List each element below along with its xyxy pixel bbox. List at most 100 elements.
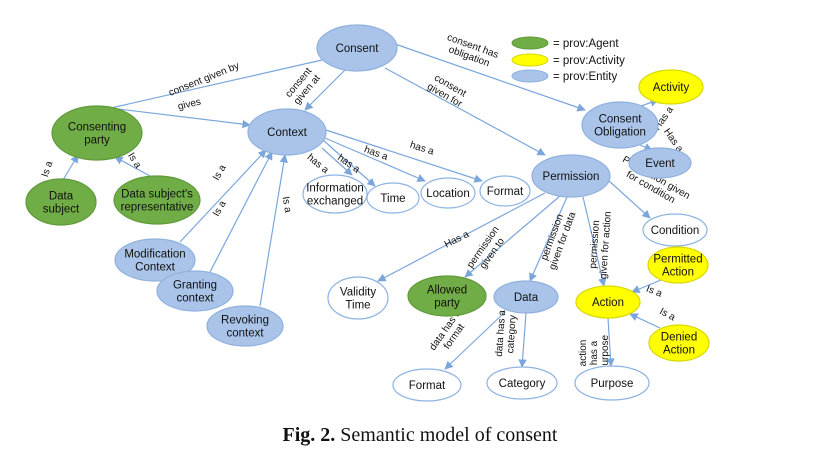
node-label: Format <box>487 186 524 198</box>
node-shape <box>51 105 143 161</box>
edge-label: permissiongiven to <box>465 224 511 276</box>
edge-line <box>321 147 353 176</box>
node-format-data: Format <box>392 368 462 402</box>
edge-action-to-purpose: actionhas apurpose <box>578 317 615 371</box>
edge-label: consent given by <box>167 61 241 99</box>
node-shape <box>420 177 476 209</box>
edge-label: has a <box>408 140 435 158</box>
edge-revoking_context-to-context: Is a <box>259 154 293 307</box>
node-permission: Permission <box>531 154 611 198</box>
edge-label: Is a <box>125 151 143 171</box>
edge-data-to-category: data has acategory <box>494 309 527 368</box>
edge-line <box>322 139 376 187</box>
figure-title: Semantic model of consent <box>340 424 558 446</box>
node-event: Event <box>628 147 692 179</box>
edge-label: actionhas apurpose <box>578 334 611 371</box>
edge-line <box>114 156 151 177</box>
edge-permission-to-action: permissiongiven for action <box>582 196 614 287</box>
edge-line <box>384 67 546 156</box>
edge-label: permissiongiven for action <box>587 210 614 279</box>
node-label: Data <box>514 292 539 304</box>
node-location: Location <box>420 177 476 209</box>
node-shape <box>648 324 710 362</box>
edge-line <box>606 317 615 367</box>
edge-line <box>179 149 267 243</box>
node-shape <box>327 276 389 320</box>
node-condition: Condition <box>642 213 708 247</box>
legend-swatch <box>511 53 549 67</box>
node-shape <box>581 101 659 149</box>
edge-label: consentgiven at <box>283 66 323 107</box>
node-shape <box>392 368 462 402</box>
edge-line <box>631 279 662 293</box>
edge-line <box>209 151 273 273</box>
edge-line <box>444 311 506 370</box>
node-shape <box>407 275 487 317</box>
edge-label: Is a <box>644 284 663 300</box>
node-action: Action <box>575 285 641 319</box>
edge-permission-to-allowed_party: permissiongiven to <box>464 195 561 278</box>
legend-swatch <box>511 36 549 50</box>
node-purpose: Purpose <box>574 365 650 401</box>
node-label: Condition <box>651 225 700 237</box>
node-shape <box>647 246 709 284</box>
edge-line <box>394 43 586 112</box>
edge-consent-to-context: consentgiven at <box>283 66 346 111</box>
legend-label: = prov:Entity <box>553 71 617 83</box>
edge-line <box>109 107 251 129</box>
edge-line <box>377 192 546 282</box>
edge-line <box>325 129 483 183</box>
node-consent: Consent <box>316 24 398 72</box>
node-label: Event <box>645 158 675 170</box>
edge-label: Is a <box>211 163 229 183</box>
edge-label: Is a <box>211 199 229 219</box>
edge-label: data has acategory <box>494 309 519 358</box>
node-label: Location <box>426 188 469 200</box>
figure-caption: Fig. 2. Semantic model of consent <box>0 424 840 447</box>
legend-item-agent: = prov:Agent <box>511 36 619 50</box>
node-data: Data <box>493 280 559 314</box>
edge-line <box>304 69 346 111</box>
node-shape <box>25 178 97 226</box>
node-label: Format <box>409 380 446 392</box>
edge-label: Has a <box>443 229 472 251</box>
edge-line <box>582 196 607 287</box>
legend-item-activity: = prov:Activity <box>511 53 625 67</box>
edge-line <box>518 312 527 368</box>
node-shape <box>575 285 641 319</box>
node-shape <box>114 238 196 282</box>
node-label: Category <box>499 378 546 390</box>
edge-data-to-format_data: data has aformat <box>428 308 506 370</box>
edge-label: consent hasobligation <box>442 32 500 71</box>
node-shape <box>493 280 559 314</box>
node-shape <box>316 24 398 72</box>
edge-label: has a <box>305 152 331 176</box>
edge-line <box>607 179 651 219</box>
edge-label: gives <box>177 97 202 113</box>
node-shape <box>366 182 420 214</box>
node-label: Purpose <box>591 378 634 390</box>
edge-line <box>464 195 561 278</box>
node-label: Action <box>592 297 624 309</box>
node-shape <box>574 365 650 401</box>
edge-data_subject-to-consenting_party: Is a <box>40 154 79 181</box>
legend-label: = prov:Activity <box>553 55 625 67</box>
